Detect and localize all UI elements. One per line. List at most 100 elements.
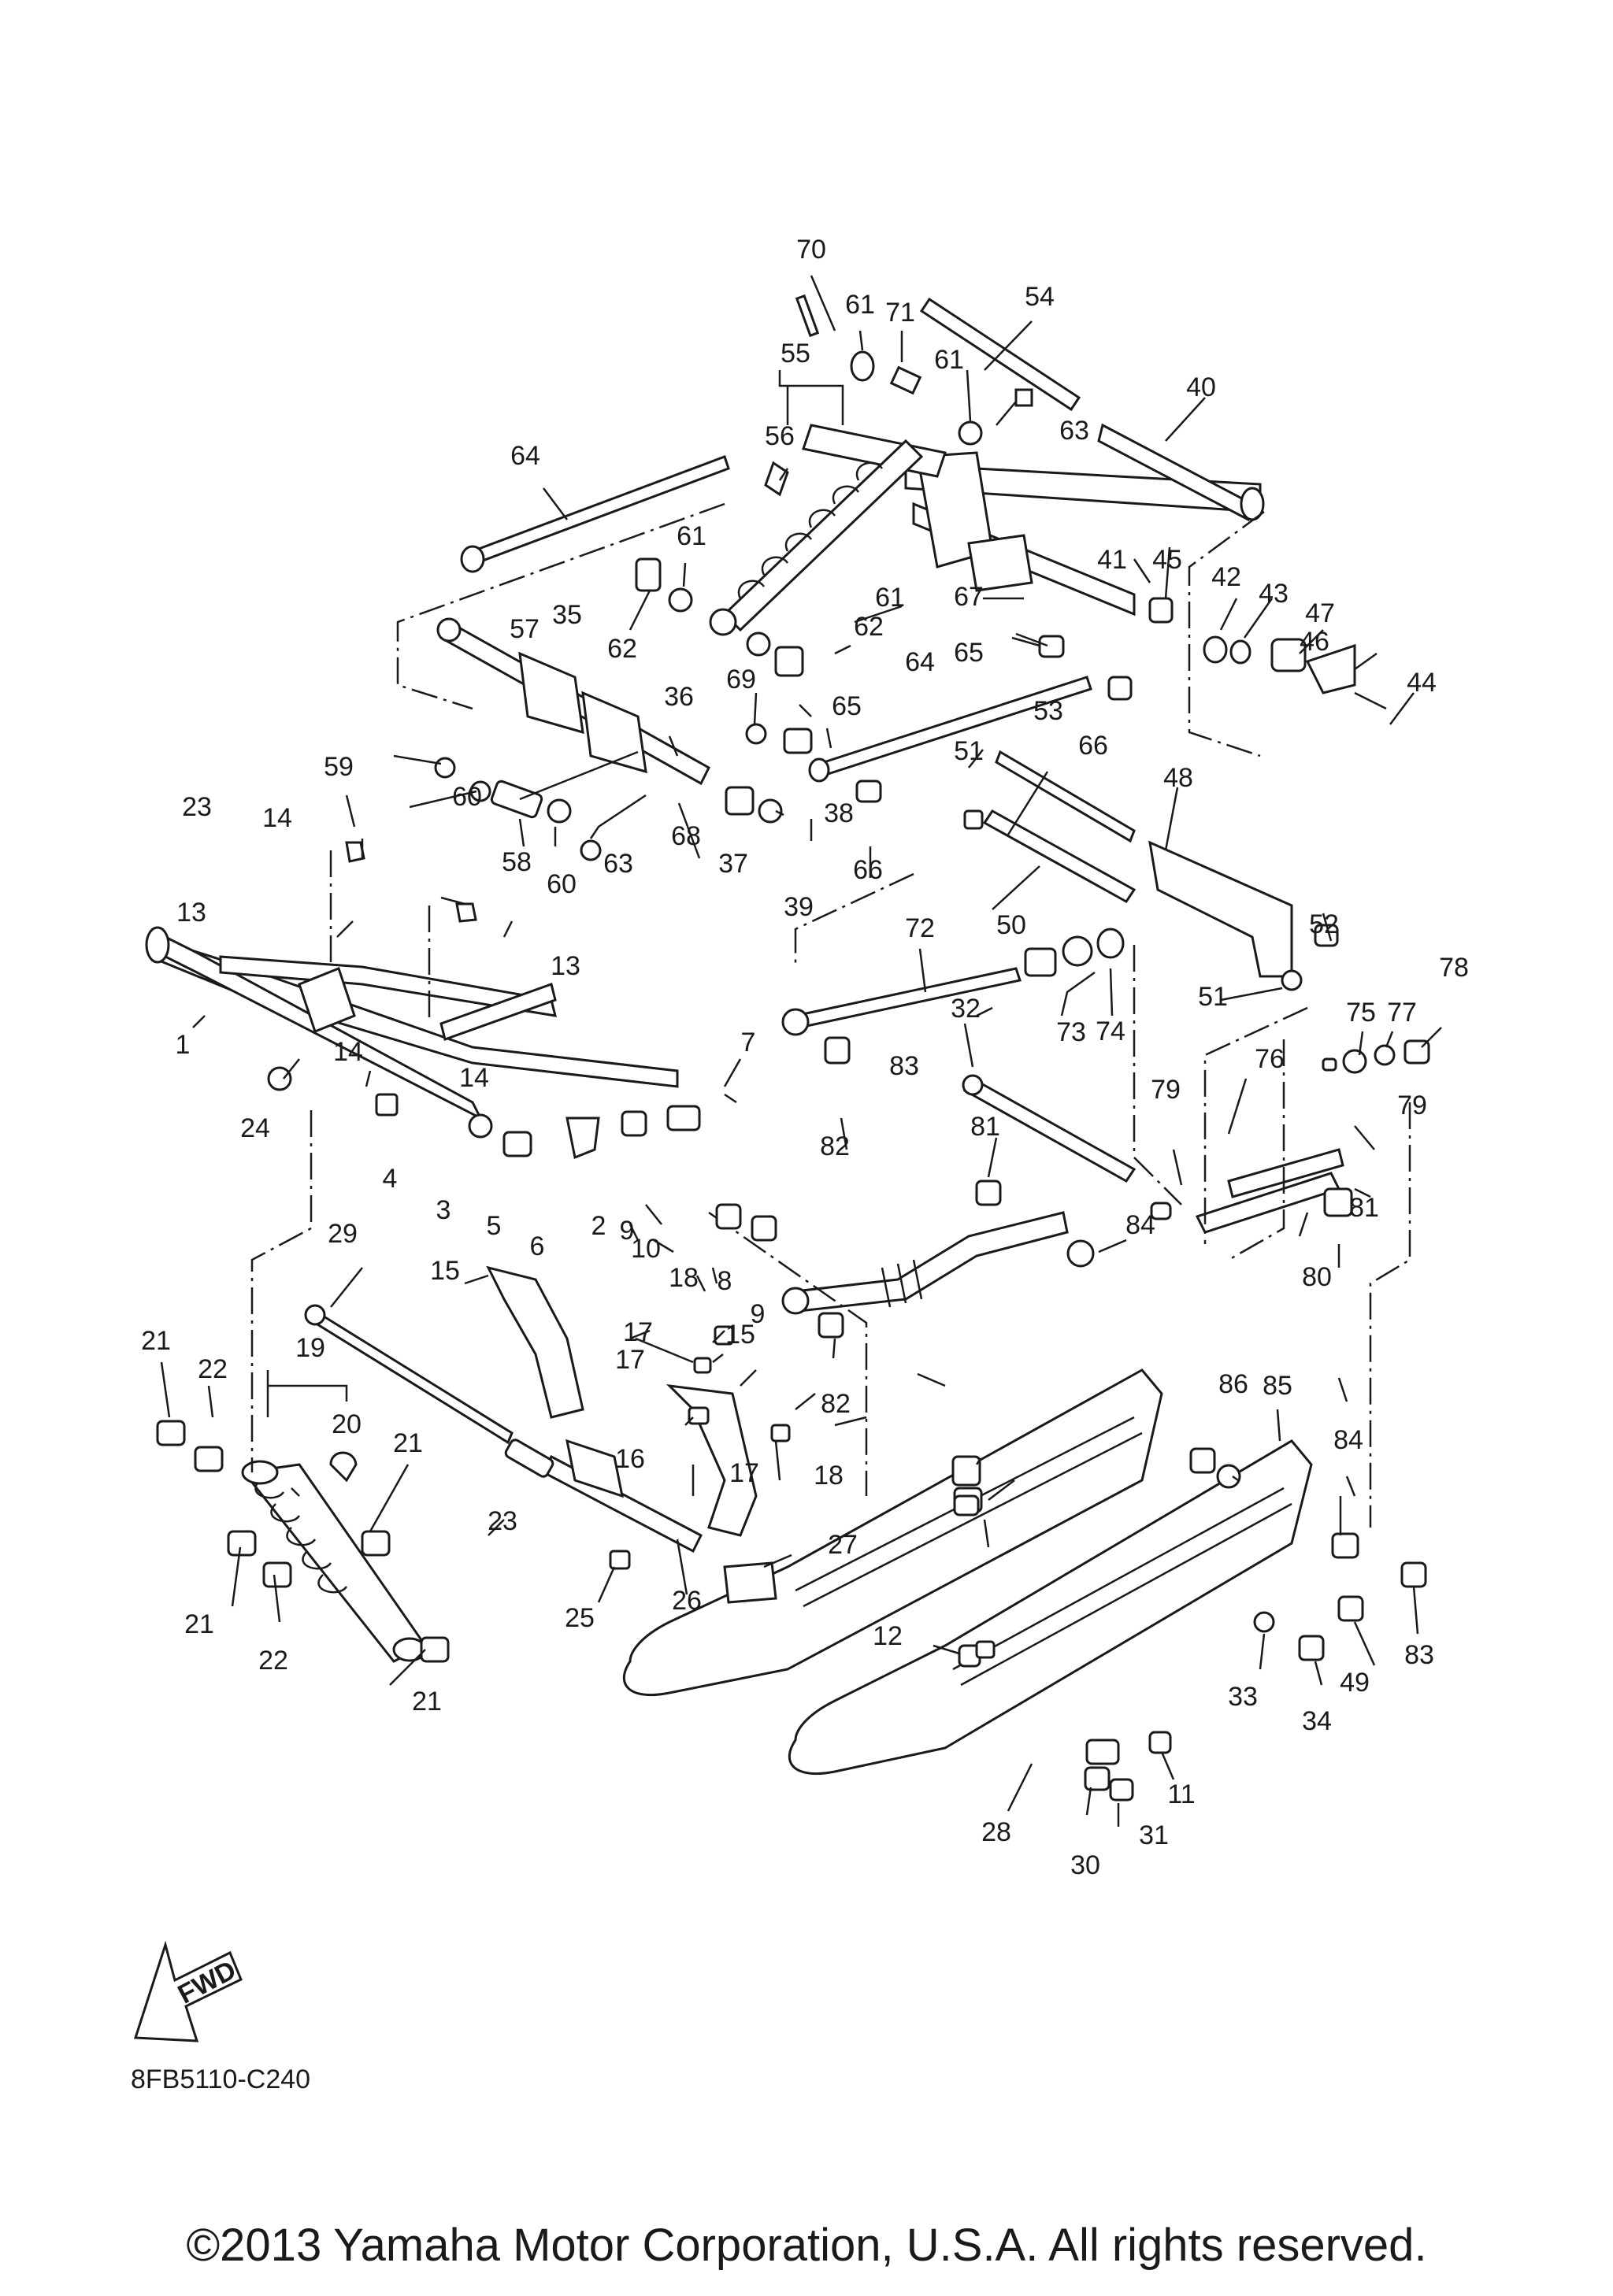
fwd-arrow-icon: FWD [133, 1940, 243, 2042]
callout-75: 75 [1346, 998, 1376, 1028]
callout-18: 18 [669, 1263, 699, 1293]
callout-55: 55 [781, 339, 810, 368]
callout-62: 62 [854, 612, 884, 642]
callout-81: 81 [970, 1112, 1000, 1142]
callout-14: 14 [262, 803, 292, 833]
callout-51: 51 [1198, 982, 1228, 1012]
callout-51: 51 [954, 736, 984, 766]
callout-83: 83 [1404, 1640, 1434, 1670]
callout-61: 61 [875, 583, 905, 613]
copyright-notice: ©2013 Yamaha Motor Corporation, U.S.A. A… [186, 2220, 1427, 2271]
callout-77: 77 [1387, 998, 1417, 1028]
callout-68: 68 [671, 821, 701, 851]
callout-64: 64 [510, 441, 540, 471]
leader-lines [160, 275, 1442, 1827]
callout-43: 43 [1259, 579, 1289, 609]
callout-67: 67 [954, 582, 984, 612]
callout-13: 13 [551, 951, 580, 981]
callout-42: 42 [1211, 562, 1241, 592]
callout-66: 66 [853, 855, 883, 885]
callout-35: 35 [552, 600, 582, 630]
assembly-lines [250, 502, 1411, 1528]
callout-38: 38 [824, 798, 854, 828]
callout-47: 47 [1305, 598, 1335, 628]
callout-12: 12 [873, 1621, 903, 1651]
callout-2: 2 [591, 1211, 606, 1241]
callout-58: 58 [502, 847, 532, 877]
callout-59: 59 [324, 752, 354, 782]
callout-9: 9 [620, 1216, 635, 1246]
callout-60: 60 [452, 782, 482, 812]
top-shock-drawing [709, 424, 947, 636]
callout-70: 70 [796, 235, 826, 265]
callout-1: 1 [176, 1030, 191, 1060]
callout-46: 46 [1300, 627, 1329, 657]
callout-19: 19 [295, 1333, 325, 1363]
callout-84: 84 [1125, 1210, 1155, 1240]
callout-63: 63 [603, 849, 633, 879]
callout-9: 9 [751, 1299, 766, 1329]
callout-17: 17 [623, 1317, 653, 1347]
callout-6: 6 [530, 1231, 545, 1261]
right-slide-rail-drawing [788, 1439, 1313, 1776]
callout-61: 61 [934, 345, 964, 375]
callout-32: 32 [951, 994, 981, 1024]
callout-52: 52 [1309, 909, 1339, 939]
callout-79: 79 [1151, 1075, 1181, 1105]
callout-57: 57 [510, 614, 540, 644]
callout-83: 83 [889, 1051, 919, 1081]
rear-arm-drawing [904, 423, 1265, 617]
callout-21: 21 [393, 1428, 423, 1458]
callout-65: 65 [954, 638, 984, 668]
left-slide-rail-drawing [622, 1368, 1163, 1697]
hardware-parts [156, 294, 1430, 1802]
callout-82: 82 [821, 1389, 851, 1419]
callout-49: 49 [1340, 1668, 1370, 1698]
callout-84: 84 [1333, 1425, 1363, 1455]
callout-8: 8 [718, 1266, 732, 1296]
callout-81: 81 [1349, 1193, 1379, 1223]
callout-60: 60 [547, 869, 577, 899]
callout-71: 71 [885, 298, 915, 328]
callout-18: 18 [814, 1461, 844, 1491]
callout-54: 54 [1025, 282, 1055, 312]
callout-65: 65 [832, 691, 862, 721]
callout-73: 73 [1056, 1017, 1086, 1047]
callout-27: 27 [828, 1530, 858, 1560]
callout-40: 40 [1186, 372, 1216, 402]
callout-31: 31 [1139, 1820, 1169, 1850]
callout-3: 3 [436, 1195, 451, 1225]
callout-15: 15 [430, 1256, 460, 1286]
diagram-code: 8FB5110-C240 [131, 2065, 311, 2094]
callout-26: 26 [672, 1586, 702, 1616]
callout-23: 23 [488, 1506, 517, 1536]
callout-7: 7 [741, 1028, 756, 1057]
callout-13: 13 [176, 898, 206, 928]
callout-15: 15 [725, 1320, 755, 1350]
callout-80: 80 [1302, 1262, 1332, 1292]
callout-11: 11 [1167, 1779, 1195, 1809]
callout-23: 23 [182, 792, 212, 822]
callout-85: 85 [1263, 1371, 1292, 1401]
callout-21: 21 [184, 1609, 214, 1639]
callout-64: 64 [905, 647, 935, 677]
callout-36: 36 [664, 682, 694, 712]
callout-69: 69 [726, 665, 756, 694]
callout-20: 20 [332, 1409, 362, 1439]
callout-45: 45 [1152, 545, 1182, 575]
callout-22: 22 [198, 1354, 228, 1384]
callout-53: 53 [1033, 696, 1063, 726]
callout-34: 34 [1302, 1706, 1332, 1736]
callout-72: 72 [905, 913, 935, 943]
callout-16: 16 [615, 1444, 645, 1474]
pivot-bar-drawing [436, 617, 710, 786]
callout-78: 78 [1439, 953, 1469, 983]
callout-33: 33 [1228, 1682, 1258, 1712]
part-drawings [145, 294, 1430, 1802]
callout-76: 76 [1255, 1044, 1285, 1074]
callout-56: 56 [765, 421, 795, 451]
callout-74: 74 [1096, 1017, 1125, 1046]
callout-21: 21 [141, 1326, 171, 1356]
callout-79: 79 [1397, 1091, 1427, 1120]
